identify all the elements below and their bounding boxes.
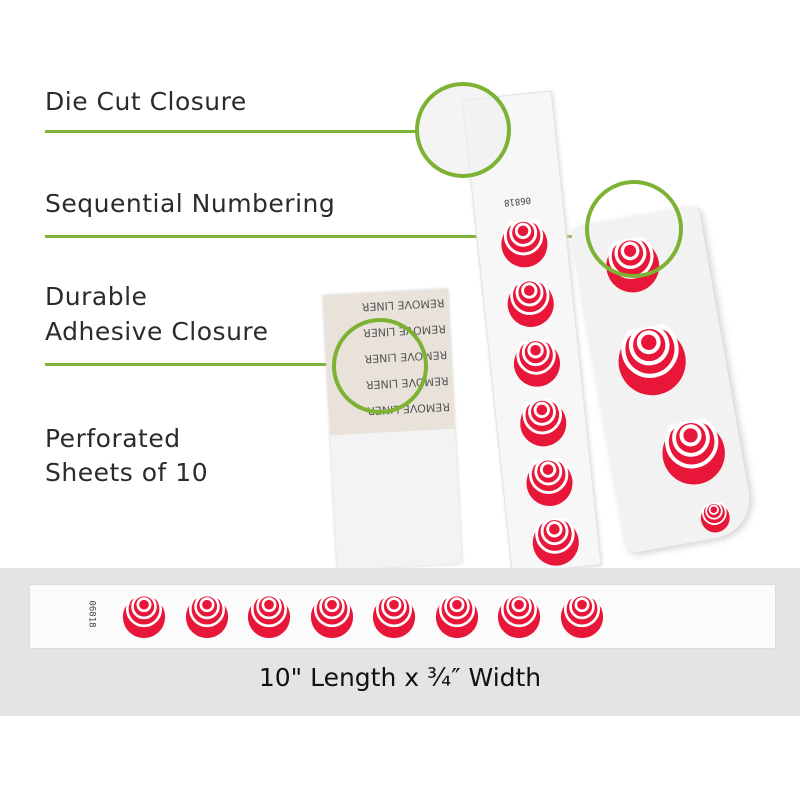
callout-line-sequential [45,235,587,238]
feature-label-sheets: Sheets of 10 [45,458,209,487]
swirl-logo-icon [496,218,553,271]
swirl-logo-icon [122,595,166,639]
swirl-logo-icon [521,456,578,509]
dimensions-text: 10" Length x ¾″ Width [258,663,542,692]
swirl-logo-icon [435,595,479,639]
swirl-logo-icon [372,595,416,639]
callout-line-adhesive [45,363,335,366]
swirl-logo-icon [502,277,559,330]
swirl-logo-icon [560,595,604,639]
serial-number: 06818 [86,600,97,628]
swirl-logo-icon [681,498,750,539]
swirl-logo-icon [310,595,354,639]
callout-circle-die-cut [415,82,511,178]
serial-number: 06818 [503,194,532,208]
swirl-logo-icon [247,595,291,639]
feature-label-sequential: Sequential Numbering [45,189,336,218]
swirl-logo-icon [509,337,566,390]
swirl-logo-icon [651,415,736,492]
swirl-logo-icon [497,595,541,639]
swirl-logo-icon [185,595,229,639]
feature-label-adhesive: Adhesive Closure [45,317,269,346]
callout-circle-sequential [585,180,683,278]
swirl-logo-icon [609,321,695,403]
feature-label-perforated: Perforated [45,424,181,453]
feature-label-durable: Durable [45,282,148,311]
callout-line-die-cut [45,130,417,133]
callout-circle-adhesive [332,318,428,414]
dimension-band: 06818 10" Length x ¾″ Width [0,568,800,716]
feature-label-die-cut: Die Cut Closure [45,87,247,116]
swirl-logo-icon [515,397,572,450]
swirl-logo-icon [527,516,584,569]
wristband-flat: 06818 [30,585,775,648]
